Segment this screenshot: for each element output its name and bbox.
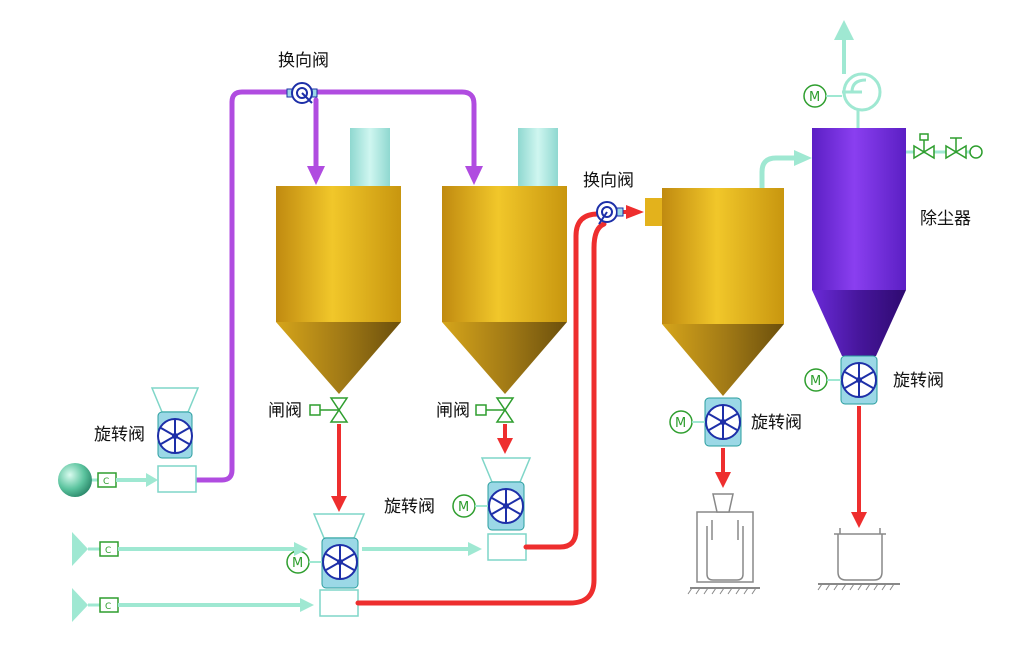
blower-ball [58, 463, 92, 497]
rotary-valve-left [150, 387, 200, 493]
gate-valve-1 [309, 397, 349, 423]
rotary-valve-receiver [704, 397, 742, 447]
silo-2-stack [518, 128, 558, 188]
purple-arrow-silo1 [307, 166, 325, 185]
silo-2 [442, 128, 567, 394]
compressor-c-1: C [105, 546, 111, 556]
rotary-valve-silo2 [480, 457, 532, 561]
rotary-valve-center [312, 513, 366, 617]
purple-conveying-line [193, 89, 477, 483]
receiver-inlet [645, 198, 663, 226]
ground-hatch-1 [687, 587, 757, 595]
silo-1 [276, 128, 401, 394]
air-line-receiver-to-collector [759, 155, 798, 188]
label-rotary-valve-left: 旋转阀 [94, 425, 145, 445]
dust-collector [812, 128, 906, 356]
dust-collector-body [812, 128, 906, 290]
exhaust-fan [834, 20, 882, 128]
ground-hatch-2 [817, 583, 895, 591]
motor-fan-label: M [809, 90, 820, 105]
bagging-station [690, 493, 760, 589]
receiver-cone [662, 324, 784, 396]
label-rotary-valve-receiver: 旋转阀 [751, 413, 802, 433]
pulse-air-line [906, 133, 983, 160]
dust-bin [818, 528, 900, 585]
silo-1-cone [276, 322, 401, 394]
compressor-c-left: C [103, 477, 109, 487]
red-arrow-receiver [715, 472, 731, 488]
label-gate-valve-2: 闸阀 [436, 401, 470, 421]
label-dust-collector: 除尘器 [920, 209, 971, 229]
diverter-valve-top [286, 82, 318, 104]
motor-center-label: M [292, 556, 303, 571]
red-conveying-lines [355, 211, 607, 606]
silo-2-cone [442, 322, 567, 394]
red-arrow-collector [851, 512, 867, 528]
purple-arrow-silo2 [465, 166, 483, 185]
label-diverter-valve-mid: 换向阀 [583, 171, 634, 191]
diverter-valve-mid [596, 201, 624, 225]
motor-collector-label: M [810, 374, 821, 389]
label-gate-valve-1: 闸阀 [268, 401, 302, 421]
compressor-c-2: C [105, 602, 111, 612]
gate-valve-2 [475, 397, 515, 423]
motor-silo2-label: M [458, 500, 469, 515]
rotary-valve-collector [840, 355, 878, 405]
label-rotary-valve-collector: 旋转阀 [893, 371, 944, 391]
motor-receiver-label: M [675, 416, 686, 431]
dust-collector-cone [812, 290, 906, 356]
receiver-silo [645, 188, 784, 396]
silo-1-stack [350, 128, 390, 188]
receiver-body [662, 188, 784, 324]
red-arrow-drop-1 [331, 496, 347, 512]
silo-2-body [442, 186, 567, 322]
silo-1-body [276, 186, 401, 322]
red-arrow-drop-2 [497, 438, 513, 454]
air-source-2: C [72, 588, 314, 622]
label-diverter-valve-top: 换向阀 [278, 51, 329, 71]
red-arrow-to-cyclone [626, 205, 644, 219]
label-rotary-valve-center: 旋转阀 [384, 497, 435, 517]
air-source-1: C [72, 532, 308, 566]
